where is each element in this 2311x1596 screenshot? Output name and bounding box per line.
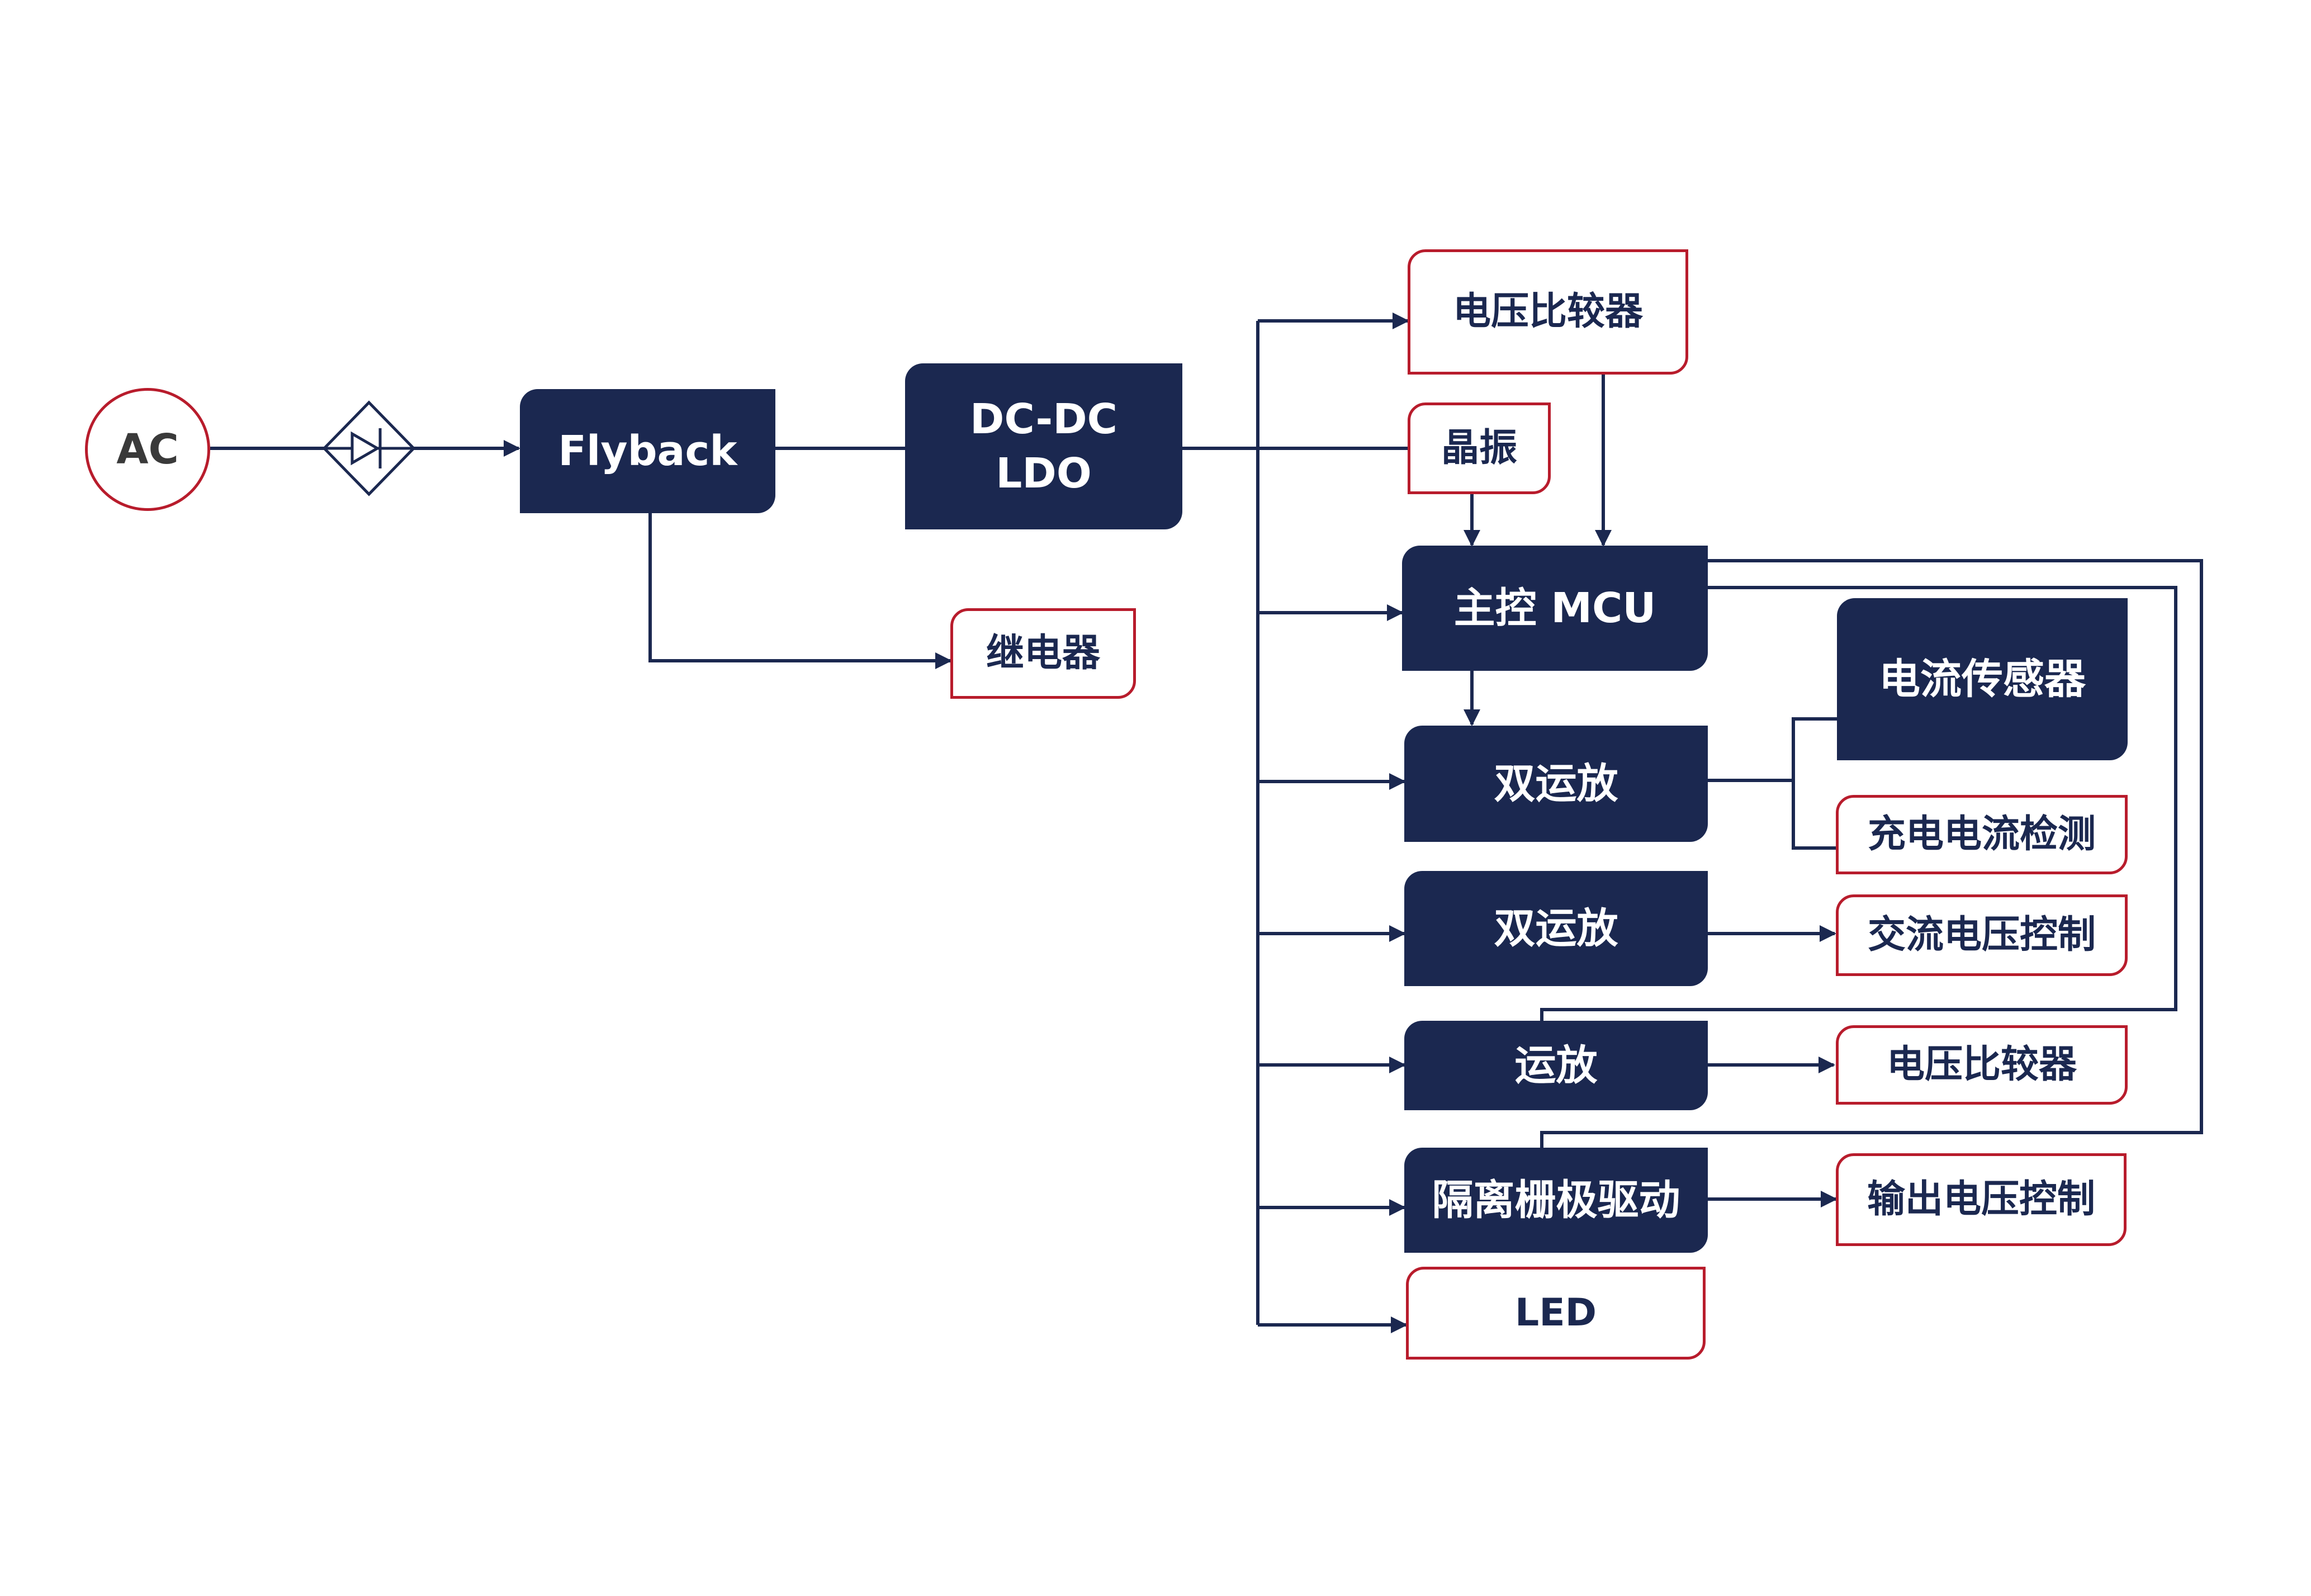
flyback-block: Flyback	[520, 389, 775, 513]
ac-voltage-control-block: 交流电压控制	[1836, 894, 2128, 976]
output-voltage-control-block: 输出电压控制	[1836, 1153, 2127, 1246]
ac-source-label: AC	[116, 425, 179, 473]
voltage-comparator-top-label: 电压比较器	[1452, 289, 1643, 334]
crystal-block: 晶振	[1408, 402, 1551, 494]
led-label: LED	[1514, 1290, 1597, 1335]
ldo-label: LDO	[996, 449, 1092, 498]
isolated-gate-driver-block: 隔离栅极驱动	[1404, 1148, 1708, 1253]
diode-bridge-icon	[322, 400, 416, 496]
wire-to-current-sensor	[1792, 717, 1837, 850]
charge-current-detect-label: 充电电流检测	[1867, 812, 2096, 856]
relay-label: 继电器	[986, 631, 1100, 675]
dual-opamp-1-block: 双运放	[1404, 726, 1708, 842]
voltage-comparator-bottom-block: 电压比较器	[1836, 1025, 2128, 1105]
output-voltage-control-label: 输出电压控制	[1867, 1177, 2095, 1221]
current-sensor-label: 电流传感器	[1879, 655, 2086, 703]
crystal-label: 晶振	[1441, 425, 1517, 470]
wire-flyback-to-relay	[648, 513, 952, 669]
wire-mcu-to-gate-driver-loop	[1540, 559, 2203, 1148]
dcdc-ldo-block: DC-DC LDO	[905, 363, 1182, 529]
voltage-comparator-top-block: 电压比较器	[1408, 249, 1688, 375]
ac-voltage-control-label: 交流电压控制	[1867, 912, 2096, 957]
voltage-comparator-bottom-label: 电压比较器	[1886, 1042, 2077, 1087]
opamp-block: 运放	[1404, 1021, 1708, 1110]
wire-mcu-to-opamp-loop	[1540, 586, 2177, 1022]
relay-block: 继电器	[950, 608, 1136, 699]
current-sensor-block: 电流传感器	[1837, 598, 2128, 760]
flyback-label: Flyback	[558, 427, 737, 475]
isolated-gate-driver-label: 隔离栅极驱动	[1432, 1176, 1680, 1224]
mcu-block: 主控 MCU	[1402, 546, 1708, 671]
ac-source: AC	[85, 388, 210, 511]
charge-current-detect-block: 充电电流检测	[1836, 795, 2128, 874]
dual-opamp-2-block: 双运放	[1404, 871, 1708, 986]
dual-opamp-1-label: 双运放	[1494, 759, 1618, 808]
mcu-label: 主控 MCU	[1453, 584, 1656, 632]
dual-opamp-2-label: 双运放	[1494, 904, 1618, 953]
opamp-label: 运放	[1514, 1041, 1598, 1090]
led-block: LED	[1406, 1267, 1706, 1360]
dcdc-label: DC-DC	[970, 395, 1117, 444]
